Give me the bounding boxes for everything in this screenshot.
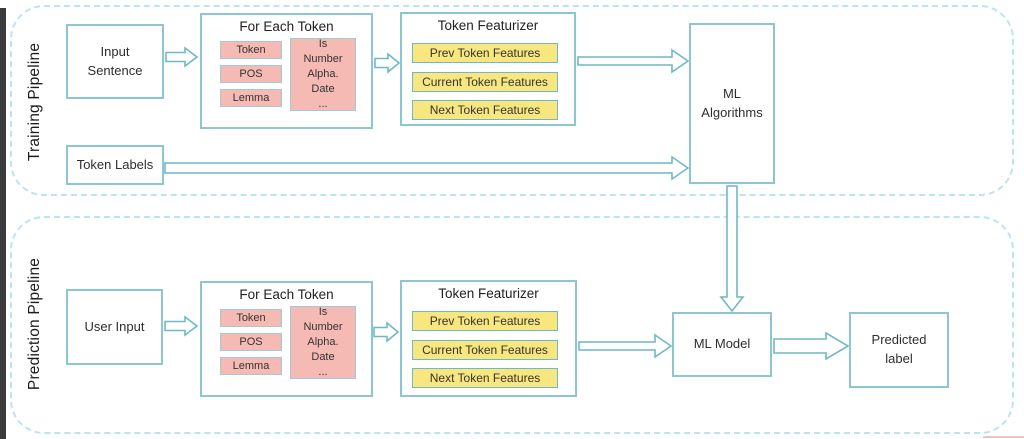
next-token-features-chip: Next Token Features — [412, 100, 558, 120]
for-each-token-group-prediction: For Each Token Token POS Lemma Is Number… — [200, 281, 373, 397]
ml-algorithms-box: ML Algorithms — [689, 23, 775, 184]
pos-chip: POS — [220, 65, 282, 83]
next-token-features-chip: Next Token Features — [412, 368, 558, 388]
token-featurizer-title: Token Featurizer — [438, 286, 539, 301]
prev-token-features-chip: Prev Token Features — [412, 43, 558, 63]
window-edge-bar — [0, 8, 6, 439]
token-featurizer-group-training: Token Featurizer Prev Token Features Cur… — [400, 12, 576, 126]
for-each-token-group-training: For Each Token Token POS Lemma Is Number… — [200, 13, 373, 129]
token-labels-box: Token Labels — [66, 145, 164, 185]
lemma-chip: Lemma — [220, 89, 282, 107]
user-input-box: User Input — [66, 289, 163, 365]
red-dashed-edge-accent — [983, 436, 1024, 438]
token-chip: Token — [220, 41, 282, 59]
is-number-alpha-date-chip: Is Number Alpha. Date ... — [290, 38, 356, 111]
token-featurizer-title: Token Featurizer — [437, 18, 539, 33]
input-sentence-box: Input Sentence — [66, 24, 164, 99]
for-each-token-title: For Each Token — [239, 287, 334, 302]
lemma-chip: Lemma — [220, 357, 282, 375]
training-pipeline-container — [10, 5, 1014, 196]
prediction-pipeline-container — [10, 216, 1014, 434]
token-chip: Token — [220, 309, 282, 327]
current-token-features-chip: Current Token Features — [412, 340, 558, 360]
token-featurizer-group-prediction: Token Featurizer Prev Token Features Cur… — [400, 280, 577, 397]
pos-chip: POS — [220, 333, 282, 351]
prediction-pipeline-label: Prediction Pipeline — [26, 257, 43, 391]
training-pipeline-label: Training Pipeline — [26, 42, 43, 162]
ml-model-box: ML Model — [672, 312, 772, 377]
current-token-features-chip: Current Token Features — [412, 72, 558, 92]
for-each-token-title: For Each Token — [239, 19, 334, 34]
predicted-label-box: Predicted label — [849, 312, 949, 388]
prev-token-features-chip: Prev Token Features — [412, 311, 558, 331]
is-number-alpha-date-chip: Is Number Alpha. Date ... — [290, 306, 356, 379]
